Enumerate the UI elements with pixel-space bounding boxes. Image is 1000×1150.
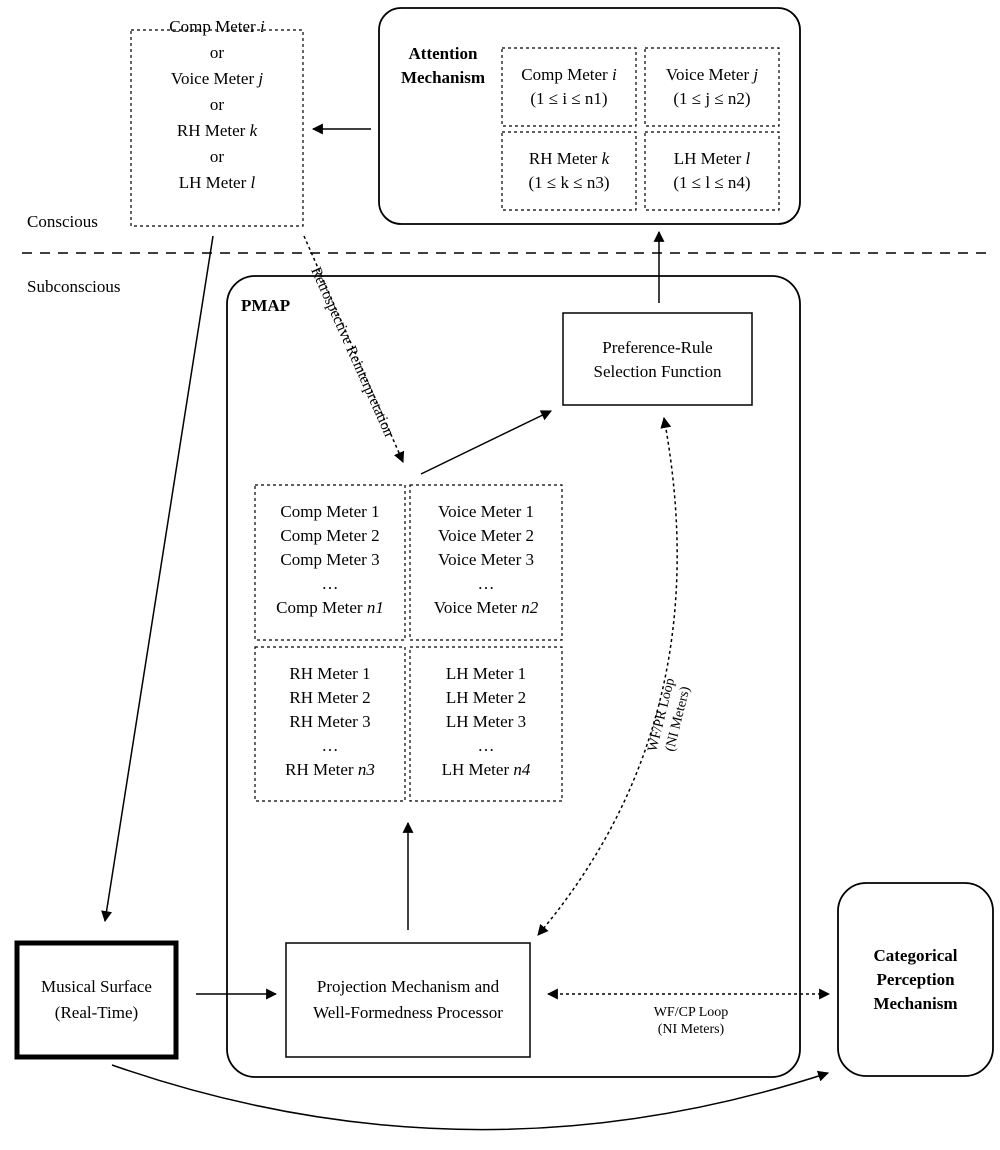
lh-meters-list: LH Meter 1 LH Meter 2 LH Meter 3 … LH Me…	[410, 662, 562, 782]
list-item: Voice Meter 1	[438, 502, 534, 521]
list-item: RH Meter 3	[289, 712, 371, 731]
rh-meters-cell	[254, 646, 406, 802]
arrow-surface-to-categorical	[111, 1064, 830, 1131]
wfcp-loop-label: WF/CP Loop (NI Meters)	[653, 1005, 729, 1037]
projection-mechanism-box	[285, 942, 531, 1058]
rh-meters-list: RH Meter 1 RH Meter 2 RH Meter 3 … RH Me…	[255, 662, 405, 782]
list-item: Comp Meter 3	[280, 550, 380, 569]
attention-voice-text: Voice Meter j (1 ≤ j ≤ n2)	[665, 65, 759, 108]
categorical-perception-box	[837, 882, 994, 1077]
musical-surface-text: Musical Surface (Real-Time)	[41, 977, 152, 1022]
comp-meters-list: Comp Meter 1 Comp Meter 2 Comp Meter 3 ……	[255, 500, 405, 620]
arrow-wfpr-loop	[537, 416, 678, 936]
arrow-meters-to-preference	[420, 410, 552, 475]
selected-meter-box	[130, 29, 304, 227]
subconscious-label: Subconscious	[27, 277, 121, 296]
preference-rule-text: Preference-Rule Selection Function	[593, 338, 722, 381]
attention-lh-text: LH Meter l (1 ≤ l ≤ n4)	[673, 149, 751, 192]
attention-mechanism-box	[378, 7, 801, 225]
comp-meters-cell	[254, 484, 406, 641]
list-item: RH Meter 2	[289, 688, 371, 707]
categorical-perception-text: Categorical Perception Mechanism	[873, 946, 958, 1013]
arrow-retrospective-reinterpretation	[303, 235, 405, 464]
preference-rule-box	[562, 312, 753, 406]
projection-mechanism-text: Projection Mechanism and Well-Formedness…	[313, 977, 503, 1022]
conscious-label: Conscious	[27, 212, 98, 231]
attention-mechanism-title: Attention Mechanism	[400, 44, 486, 87]
arrow-selected-to-surface	[101, 235, 214, 923]
pmap-box	[226, 275, 801, 1078]
attention-voice-cell	[644, 47, 780, 127]
attention-lh-cell	[644, 131, 780, 211]
attention-rh-cell	[501, 131, 637, 211]
list-item: RH Meter 1	[289, 664, 371, 683]
list-item: Voice Meter 2	[438, 526, 534, 545]
list-item: LH Meter 3	[445, 712, 527, 731]
attention-comp-cell	[501, 47, 637, 127]
pmap-title: PMAP	[241, 296, 291, 315]
list-item: LH Meter 2	[445, 688, 527, 707]
attention-rh-text: RH Meter k (1 ≤ k ≤ n3)	[528, 149, 610, 192]
selected-meter-text: Comp Meter i or Voice Meter j or RH Mete…	[169, 17, 265, 192]
musical-surface-box	[14, 940, 179, 1060]
list-item: LH Meter 1	[445, 664, 527, 683]
list-item: Comp Meter 2	[280, 526, 380, 545]
attention-comp-text: Comp Meter i (1 ≤ i ≤ n1)	[521, 65, 617, 108]
list-item: Voice Meter 3	[438, 550, 534, 569]
list-item: Comp Meter 1	[280, 502, 380, 521]
voice-meters-list: Voice Meter 1 Voice Meter 2 Voice Meter …	[410, 500, 562, 620]
